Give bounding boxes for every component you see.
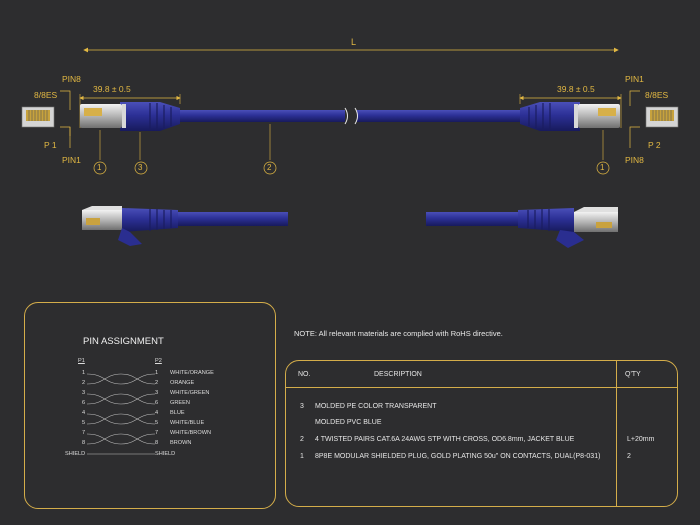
pin-assignment-title: PIN ASSIGNMENT — [83, 336, 164, 347]
pin-p2-number: 3 — [155, 390, 159, 396]
bom-header-no: NO. — [298, 371, 311, 378]
right-code-label: 8/8ES — [645, 90, 669, 100]
pin-wire-color: BLUE — [170, 410, 185, 416]
p1-header: P1 — [78, 358, 85, 364]
right-plug-end-view — [645, 106, 679, 128]
right-port-label: P 2 — [648, 140, 661, 150]
pin-p1-number: 7 — [82, 430, 86, 436]
left-pin-bottom-label: PIN1 — [62, 155, 81, 165]
pin-p2-number: 1 — [155, 370, 159, 376]
right-plug-perspective-view — [426, 207, 618, 248]
pin-p2-number: 2 — [155, 380, 159, 386]
left-plug-perspective-view — [82, 206, 288, 246]
pin-p1-number: 3 — [82, 390, 86, 396]
pin-p1-number: 1 — [82, 370, 86, 376]
rohs-note: NOTE: All relevant materials are complie… — [294, 329, 503, 338]
bom-row-description: 4 TWISTED PAIRS CAT.6A 24AWG STP WITH CR… — [315, 436, 575, 443]
pin-p2-number: 8 — [155, 440, 159, 446]
bom-row-description: MOLDED PVC BLUE — [315, 419, 382, 426]
pin-p1-number: 5 — [82, 420, 86, 426]
pin-p2-number: 5 — [155, 420, 159, 426]
pin-p2-number: 7 — [155, 430, 159, 436]
pin-wire-color: WHITE/ORANGE — [170, 370, 214, 376]
left-dimension-label: 39.8 ± 0.5 — [93, 84, 131, 94]
pin-p2-number: 6 — [155, 400, 159, 406]
callout-2: 2 — [267, 163, 272, 172]
bom-row-description: MOLDED PE COLOR TRANSPARENT — [315, 403, 437, 410]
pin-wire-color: WHITE/BLUE — [170, 420, 205, 426]
pin-p1-number: 8 — [82, 440, 86, 446]
pin-p1-number: 6 — [82, 400, 86, 406]
shield-left-label: SHIELD — [65, 451, 86, 457]
right-pin-top-label: PIN1 — [625, 74, 644, 84]
cable-drawing — [21, 47, 679, 248]
bom-row-no: 3 — [300, 403, 304, 410]
cable-side-view — [80, 102, 620, 131]
pin-wire-color: WHITE/GREEN — [170, 390, 210, 396]
bom-row-description: 8P8E MODULAR SHIELDED PLUG, GOLD PLATING… — [315, 453, 601, 460]
bom-row-no: 2 — [300, 436, 304, 443]
pin-wire-color: WHITE/BROWN — [170, 430, 212, 436]
pin-p1-number: 4 — [82, 410, 86, 416]
left-port-label: P 1 — [44, 140, 57, 150]
left-code-label: 8/8ES — [34, 90, 58, 100]
shield-right-label: SHIELD — [155, 451, 176, 457]
pin-p1-number: 2 — [82, 380, 86, 386]
left-plug-end-view — [21, 106, 55, 128]
pin-wire-color: BROWN — [170, 440, 192, 446]
bom-row-qty: 2 — [627, 453, 631, 460]
pin-p2-number: 4 — [155, 410, 159, 416]
bom-row-qty: L+20mm — [627, 436, 655, 443]
pin-wire-color: ORANGE — [170, 380, 195, 386]
callout-3: 3 — [138, 163, 143, 172]
p2-header: P2 — [155, 358, 162, 364]
bom-header-qty: Q'TY — [625, 371, 641, 378]
right-dimension-label: 39.8 ± 0.5 — [557, 84, 595, 94]
right-pin-bottom-label: PIN8 — [625, 155, 644, 165]
twisted-pair-diagram — [86, 373, 156, 455]
pin-assignment-panel: PIN ASSIGNMENT P1 P2 1 1 WHITE/ORANGE 2 2 ORA… — [24, 302, 276, 509]
bom-table: NO. DESCRIPTION Q'TY 3 MOLDED PE COLOR TR… — [285, 360, 678, 507]
callout-1-right: 1 — [600, 163, 605, 172]
callout-1-left: 1 — [97, 163, 102, 172]
pin-wire-color: GREEN — [170, 400, 190, 406]
bom-row-no: 1 — [300, 453, 304, 460]
left-pin-top-label: PIN8 — [62, 74, 81, 84]
length-label: L — [351, 37, 357, 47]
bom-header-description: DESCRIPTION — [374, 371, 422, 378]
